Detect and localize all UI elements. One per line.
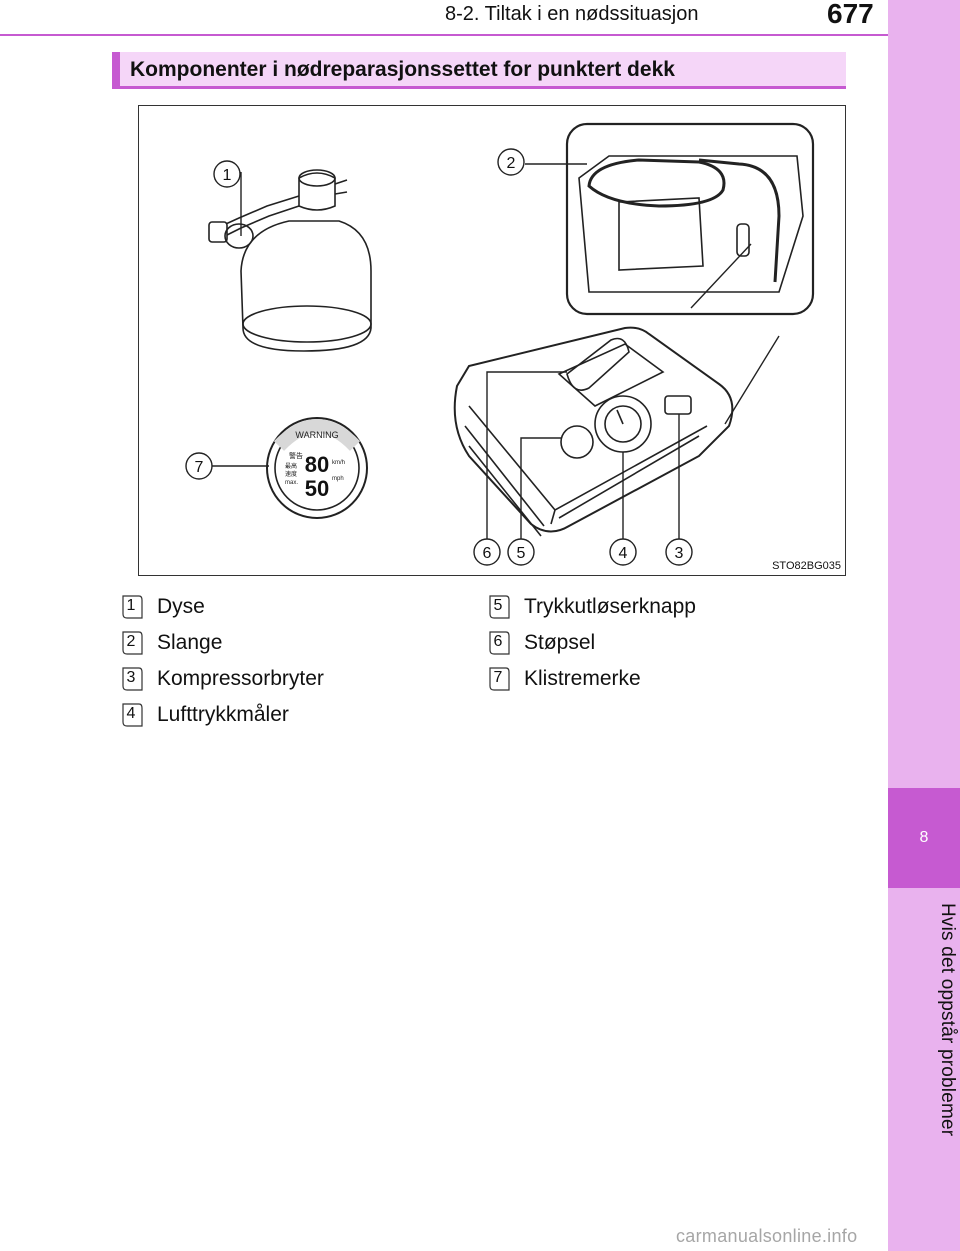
legend-item: 6 Støpsel xyxy=(488,630,595,656)
legend-item: 4 Lufttrykkmåler xyxy=(121,702,289,728)
heading-band xyxy=(112,52,846,89)
legend-label: Slange xyxy=(157,631,223,654)
compressor-body xyxy=(453,326,734,533)
callout-2: 2 xyxy=(497,148,525,176)
callout-label: 2 xyxy=(507,155,516,172)
page-number: 677 xyxy=(827,0,874,29)
sticker-kanji: 警告 xyxy=(289,451,303,460)
legend-number: 6 xyxy=(493,633,503,650)
sticker-kmh-value: 80 xyxy=(305,452,329,477)
legend-label: Kompressorbryter xyxy=(157,667,324,690)
release-button xyxy=(560,425,594,459)
callout-label: 7 xyxy=(195,459,204,476)
repair-kit-illustration: WARNING 警告 最高 速度 max. 80 km/h 50 mph 1 2 3… xyxy=(138,105,846,576)
callout-7: 7 xyxy=(185,452,213,480)
section-heading: Komponenter i nødreparasjonssettet for p… xyxy=(130,58,675,81)
callout-6: 6 xyxy=(473,538,501,566)
sticker-kmh-unit: km/h xyxy=(332,460,345,466)
legend-item: 2 Slange xyxy=(121,630,222,656)
callout-label: 3 xyxy=(675,545,684,562)
legend-number-badge: 2 xyxy=(121,630,143,656)
callout-5: 5 xyxy=(507,538,535,566)
illustration-drawing: WARNING 警告 最高 速度 max. 80 km/h 50 mph 1 2 3… xyxy=(185,122,815,566)
legend-number-badge: 3 xyxy=(121,666,143,692)
sticker-mph-value: 50 xyxy=(305,476,329,501)
watermark: carmanualsonline.info xyxy=(676,1226,858,1246)
callout-label: 5 xyxy=(517,545,526,562)
callout-1: 1 xyxy=(213,160,241,188)
legend-number: 3 xyxy=(126,669,136,686)
callout-3: 3 xyxy=(665,538,693,566)
legend-number-badge: 1 xyxy=(121,594,143,620)
callout-label: 6 xyxy=(483,545,492,562)
sticker-label-1: 最高 xyxy=(285,462,297,470)
legend-number-badge: 6 xyxy=(488,630,510,656)
legend-label: Lufttrykkmåler xyxy=(157,703,289,726)
chapter-number: 8 xyxy=(888,788,960,888)
sticker-mph-unit: mph xyxy=(332,476,344,482)
sealant-bottle xyxy=(240,220,372,352)
legend-number-badge: 4 xyxy=(121,702,143,728)
plug xyxy=(566,337,630,391)
chapter-title: Hvis det oppstår problemer xyxy=(937,903,958,1137)
heading-accent-bar xyxy=(112,52,120,89)
sticker-max: max. xyxy=(285,480,298,486)
legend-number: 1 xyxy=(126,597,136,614)
legend-item: 7 Klistremerke xyxy=(488,666,641,692)
compressor-switch xyxy=(664,395,692,415)
sticker-label-2: 速度 xyxy=(285,470,297,478)
figure-code: STO82BG035 xyxy=(772,560,841,572)
legend-number-badge: 7 xyxy=(488,666,510,692)
legend-item: 1 Dyse xyxy=(121,594,205,620)
chapter-side-tab xyxy=(888,0,960,1251)
legend-label: Dyse xyxy=(157,595,205,618)
sticker-warning: WARNING xyxy=(295,430,338,440)
legend-number: 7 xyxy=(493,669,503,686)
callout-label: 1 xyxy=(223,167,232,184)
legend-number: 4 xyxy=(126,705,136,722)
case-detail-box xyxy=(565,122,815,316)
nozzle xyxy=(216,195,300,239)
legend-label: Støpsel xyxy=(524,631,596,654)
section-title: 8-2. Tiltak i en nødssituasjon xyxy=(445,3,699,25)
legend-number: 2 xyxy=(126,633,136,650)
header-divider xyxy=(0,34,888,36)
legend-label: Trykkutløserknapp xyxy=(524,595,696,618)
legend-number: 5 xyxy=(493,597,503,614)
legend-item: 3 Kompressorbryter xyxy=(121,666,324,692)
legend-label: Klistremerke xyxy=(524,667,641,690)
legend-number-badge: 5 xyxy=(488,594,510,620)
legend-item: 5 Trykkutløserknapp xyxy=(488,594,696,620)
callout-4: 4 xyxy=(609,538,637,566)
callout-label: 4 xyxy=(619,545,628,562)
